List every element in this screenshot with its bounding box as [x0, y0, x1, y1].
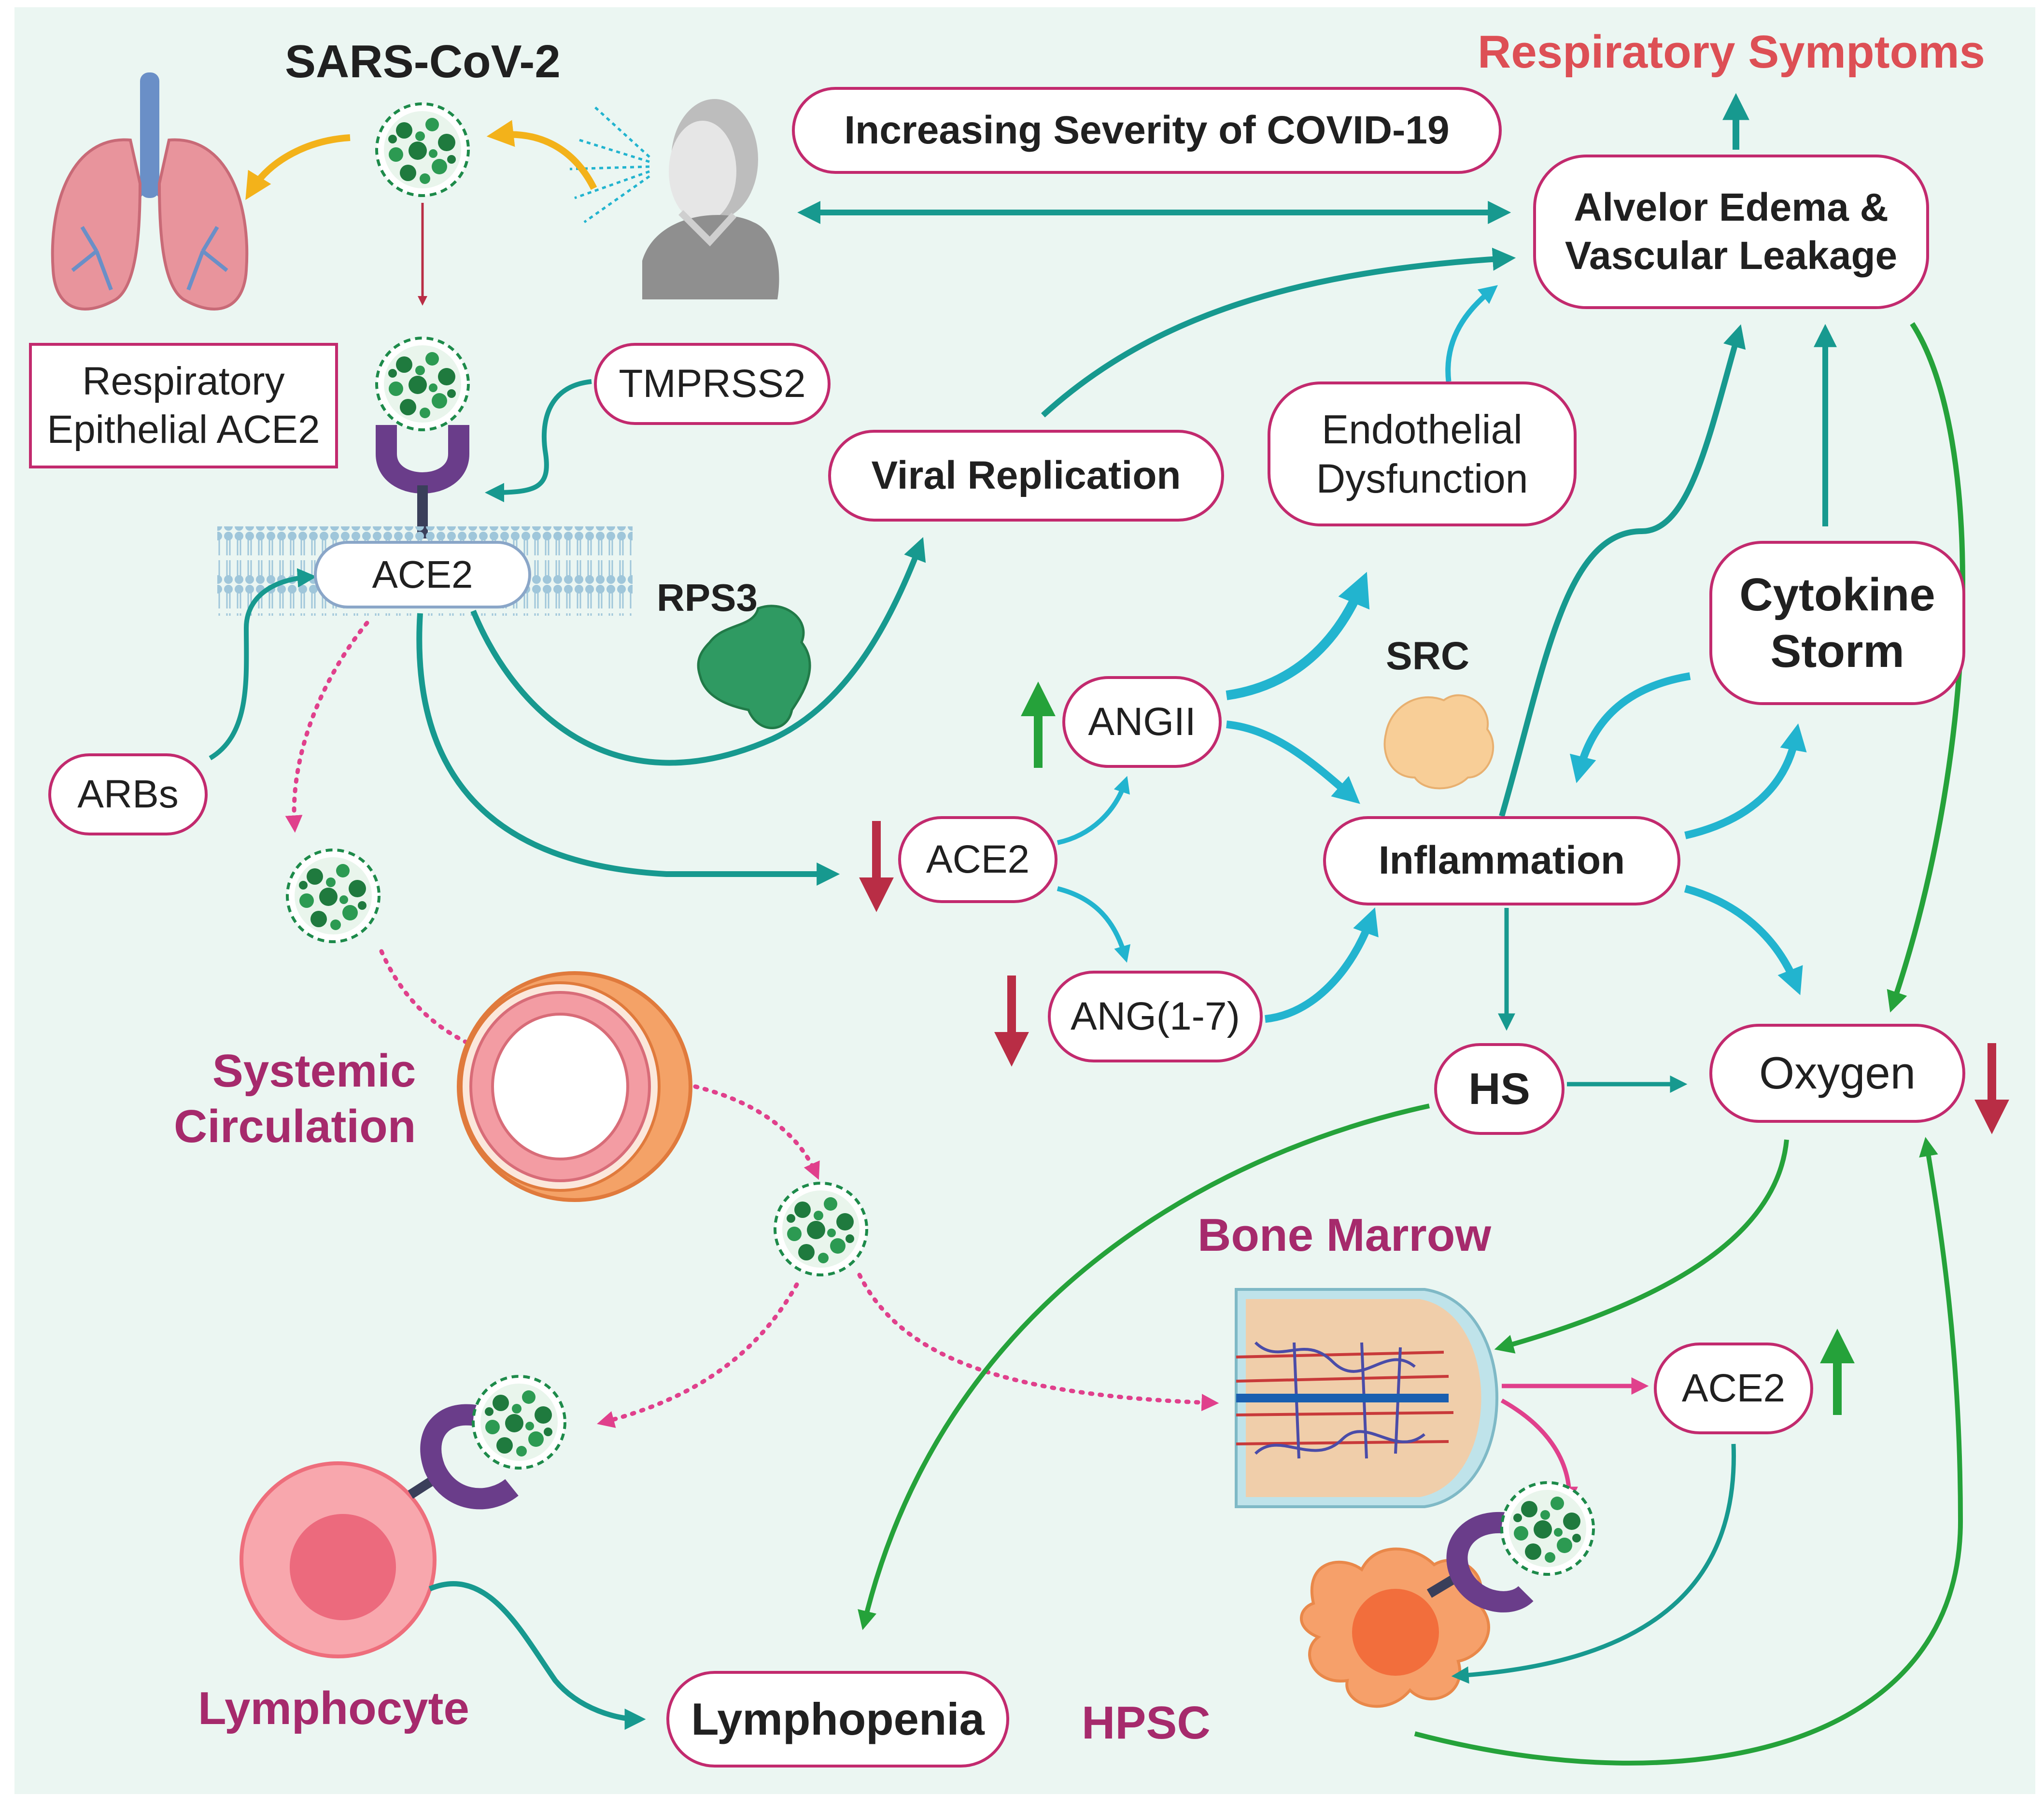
src-label: SRC [1386, 634, 1470, 678]
virus-icon [377, 104, 468, 196]
arrow-cytokine-to-inflammation [1570, 672, 1691, 783]
arrow-ace2-to-viral-replication [470, 537, 926, 766]
arrow-lymphocyte-to-lymphopenia [428, 1581, 646, 1730]
virus-title: SARS-CoV-2 [285, 36, 561, 87]
rps3-label: RPS3 [657, 576, 758, 619]
arrow-virus-to-vessel [379, 949, 577, 1075]
tmprss2-box: TMPRSS2 [594, 343, 831, 425]
increasing-severity-box: Increasing Severity of COVID-19 [792, 87, 1502, 174]
hpsc-cell-icon [1300, 1512, 1534, 1708]
rps3-protein-icon [697, 605, 811, 729]
bone-marrow-icon [1235, 1288, 1498, 1508]
arrow-vessel-to-virus [693, 1084, 820, 1180]
virus-icon [775, 1183, 867, 1275]
arrow-viral-replication-to-edema [1041, 247, 1516, 418]
alveolar-edema-box: Alvelor Edema & Vascular Leakage [1533, 155, 1929, 309]
arrow-hpsc-to-oxygen [1414, 1137, 1963, 1766]
arrow-angii-to-endothelial [1226, 572, 1370, 700]
src-protein-icon [1383, 694, 1494, 790]
endothelial-dysfunction-box: Endothelial Dysfunction [1268, 382, 1577, 526]
arrow-oxygen-to-bone-marrow [1494, 1139, 1789, 1354]
arrow-virus-to-lungs [245, 134, 351, 200]
ace2-center-box: ACE2 [898, 816, 1057, 903]
lymphocyte-label: Lymphocyte [198, 1683, 469, 1734]
lymphocyte-cell-icon [240, 1404, 519, 1658]
cough-droplets [569, 105, 650, 224]
respiratory-symptoms-title: Respiratory Symptoms [1478, 26, 1985, 78]
bone-marrow-label: Bone Marrow [1198, 1209, 1492, 1261]
arrow-tmprss2-to-ace2 [485, 379, 592, 502]
arrow-ace2-to-ace2-center [416, 613, 840, 886]
arrow-ace2-marrow-to-hpsc [1451, 1443, 1736, 1684]
virus-icon [1502, 1483, 1593, 1574]
virus-icon [473, 1376, 565, 1468]
arrow-inflammation-to-cytokine [1684, 723, 1807, 839]
lymphopenia-box: Lymphopenia [666, 1671, 1009, 1768]
virus-icon [287, 850, 379, 942]
systemic-circulation-label: Systemic Circulation [174, 1045, 416, 1153]
arrow-bone-marrow-to-hpsc [1500, 1399, 1578, 1504]
angii-box: ANGII [1062, 676, 1222, 768]
arrow-arbs-to-ace2 [209, 568, 317, 761]
respiratory-epithelial-ace2-box: Respiratory Epithelial ACE2 [29, 343, 338, 468]
inflammation-box: Inflammation [1323, 816, 1680, 905]
arrow-angii-to-inflammation [1226, 721, 1360, 804]
coughing-person-icon [642, 99, 779, 299]
arrow-inflammation-to-edema [1499, 324, 1746, 817]
hpsc-label: HPSC [1082, 1697, 1211, 1749]
arrow-ace2-to-ang17 [1057, 886, 1131, 963]
arrow-inflammation-to-oxygen [1684, 885, 1803, 995]
arrow-ang17-to-inflammation [1265, 907, 1379, 1023]
arrow-virus-to-bone-marrow [857, 1273, 1219, 1412]
oxygen-box: Oxygen [1709, 1024, 1965, 1123]
arrow-endothelial-to-edema [1445, 285, 1498, 382]
arrow-hs-to-lymphopenia [858, 1103, 1430, 1630]
arrow-ace2-to-circulation [285, 621, 369, 833]
lungs-icon [51, 72, 249, 311]
arrow-person-to-virus [486, 120, 597, 190]
ace2-marrow-box: ACE2 [1654, 1343, 1813, 1434]
ang-1-7-box: ANG(1-7) [1048, 971, 1263, 1062]
ace2-membrane-box: ACE2 [314, 541, 531, 608]
arrow-ace2-to-angii [1057, 776, 1130, 845]
virus-icon [377, 338, 468, 430]
viral-replication-box: Viral Replication [828, 430, 1224, 522]
cytokine-storm-box: Cytokine Storm [1709, 541, 1965, 705]
blood-vessel-icon [457, 971, 692, 1202]
hs-box: HS [1434, 1043, 1565, 1135]
arbs-box: ARBs [48, 753, 208, 835]
